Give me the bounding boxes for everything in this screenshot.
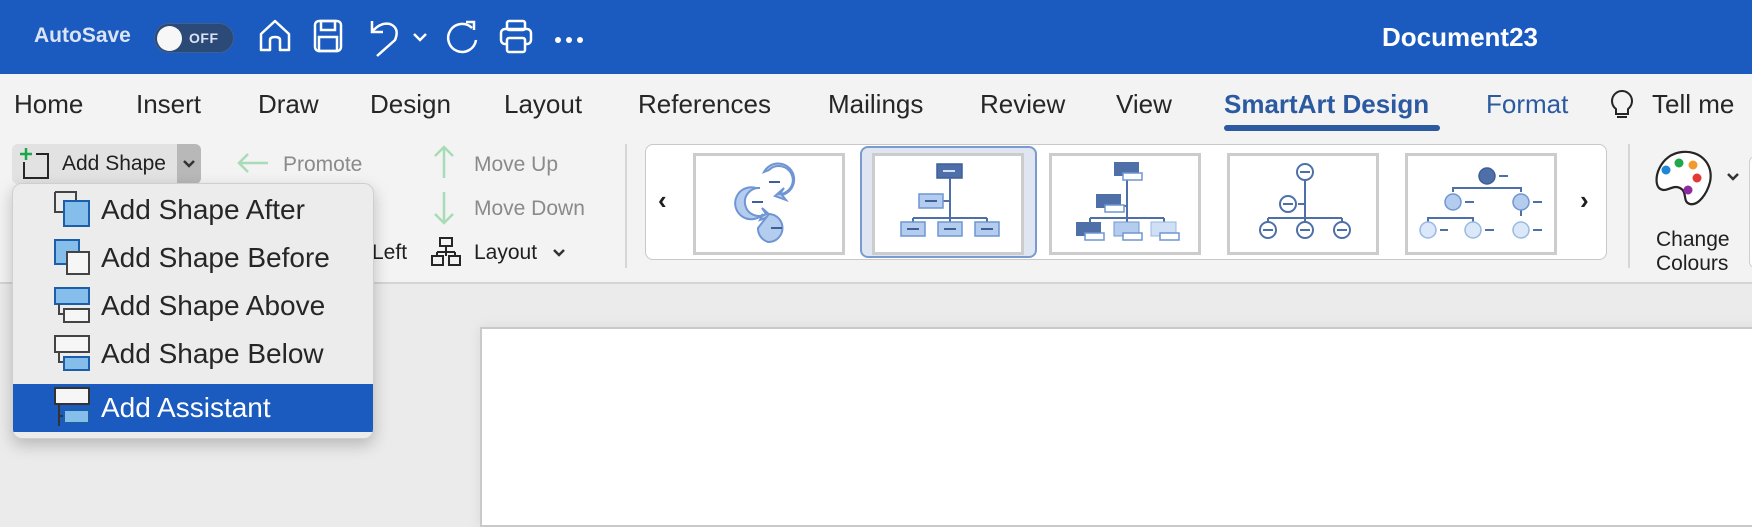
gallery-prev-button[interactable]: ‹	[658, 185, 667, 215]
ribbon-tab-bar: Home Insert Draw Design Layout Reference…	[0, 74, 1752, 140]
chevron-down-icon[interactable]	[552, 246, 566, 264]
toggle-knob	[157, 26, 182, 51]
ribbon-separator	[1628, 144, 1630, 268]
tab-references[interactable]: References	[638, 89, 771, 119]
add-shape-below-icon	[53, 334, 93, 379]
chevron-down-icon	[1726, 170, 1740, 188]
hierarchy-layout-icon	[1419, 167, 1542, 239]
add-shape-before-icon	[53, 238, 93, 283]
document-page[interactable]	[480, 327, 1752, 527]
title-bar: AutoSave OFF Document23	[0, 0, 1752, 74]
add-shape-label: Add Shape	[62, 152, 166, 175]
right-to-left-button[interactable]: Left	[372, 241, 408, 264]
autosave-label: AutoSave	[34, 24, 131, 47]
gallery-item-org-chart[interactable]	[872, 153, 1024, 255]
tab-insert[interactable]: Insert	[136, 89, 202, 119]
document-title: Document23	[1381, 22, 1539, 52]
layout-org-icon	[430, 236, 462, 273]
print-icon[interactable]	[498, 18, 534, 61]
layout-button[interactable]: Layout	[474, 241, 538, 264]
menu-item-add-shape-after[interactable]: Add Shape After	[13, 186, 373, 235]
undo-icon[interactable]	[368, 18, 402, 63]
add-shape-dropdown-button[interactable]	[177, 144, 201, 184]
save-icon[interactable]	[312, 18, 344, 59]
palette-icon	[1652, 148, 1716, 215]
smartart-layout-gallery: ‹	[645, 144, 1607, 260]
org-chart-layout-icon	[900, 163, 1000, 237]
add-shape-icon	[18, 146, 52, 185]
tab-mailings[interactable]: Mailings	[828, 89, 924, 119]
add-shape-menu: Add Shape After Add Shape Before Add Sha…	[12, 183, 374, 439]
move-down-button[interactable]: Move Down	[474, 197, 585, 220]
tab-format[interactable]: Format	[1486, 89, 1569, 119]
redo-icon[interactable]	[444, 18, 480, 61]
tab-home[interactable]: Home	[14, 89, 84, 119]
chevron-down-icon	[183, 160, 195, 168]
menu-item-label: Add Shape After	[101, 194, 305, 225]
menu-item-label: Add Shape Below	[101, 338, 324, 369]
home-icon[interactable]	[258, 18, 292, 59]
add-shape-after-icon	[53, 190, 93, 235]
move-up-arrow-icon	[432, 144, 456, 185]
change-colours-label: Change Colours	[1656, 228, 1746, 276]
gallery-item-hierarchy[interactable]	[1405, 153, 1557, 255]
tab-draw[interactable]: Draw	[258, 89, 319, 119]
menu-item-add-shape-before[interactable]: Add Shape Before	[13, 234, 373, 283]
gallery-item-circle-org-chart[interactable]	[1227, 153, 1379, 255]
tab-design[interactable]: Design	[370, 89, 451, 119]
menu-item-label: Add Shape Above	[101, 290, 326, 321]
undo-dropdown-icon[interactable]	[412, 30, 428, 48]
move-down-arrow-icon	[432, 190, 456, 231]
tab-layout[interactable]: Layout	[504, 89, 583, 119]
move-up-button[interactable]: Move Up	[474, 153, 559, 176]
menu-item-add-shape-below[interactable]: Add Shape Below	[13, 330, 373, 379]
active-tab-indicator	[1224, 125, 1440, 131]
autosave-state: OFF	[189, 30, 219, 46]
menu-item-add-shape-above[interactable]: Add Shape Above	[13, 282, 373, 331]
promote-arrow-icon	[236, 152, 270, 179]
add-shape-button[interactable]: Add Shape	[12, 144, 201, 184]
label-line-1: Change	[1656, 228, 1730, 251]
gallery-item-name-title-org-chart[interactable]	[1049, 153, 1201, 255]
name-title-org-chart-icon	[1076, 162, 1180, 241]
tab-view[interactable]: View	[1116, 89, 1172, 119]
promote-button[interactable]: Promote	[283, 153, 363, 176]
add-assistant-icon	[53, 386, 93, 433]
add-shape-above-icon	[53, 286, 93, 331]
menu-item-add-assistant[interactable]: Add Assistant	[13, 384, 373, 433]
gallery-next-button[interactable]: ›	[1580, 185, 1589, 215]
tab-smartart-design[interactable]: SmartArt Design	[1224, 89, 1430, 119]
lightbulb-icon[interactable]	[1608, 88, 1636, 127]
circle-org-chart-icon	[1259, 163, 1351, 239]
tab-review[interactable]: Review	[980, 89, 1066, 119]
tell-me-search[interactable]: Tell me	[1652, 89, 1735, 119]
gallery-item-cycle[interactable]	[693, 153, 845, 255]
menu-item-label: Add Assistant	[101, 392, 271, 423]
more-icon[interactable]	[554, 32, 584, 50]
cycle-layout-icon	[734, 162, 796, 244]
label-line-2: Colours	[1656, 252, 1729, 275]
menu-item-label: Add Shape Before	[101, 242, 330, 273]
ribbon-separator	[625, 144, 627, 268]
change-colours-button[interactable]: Change Colours	[1648, 148, 1744, 278]
autosave-toggle[interactable]: OFF	[154, 23, 234, 53]
